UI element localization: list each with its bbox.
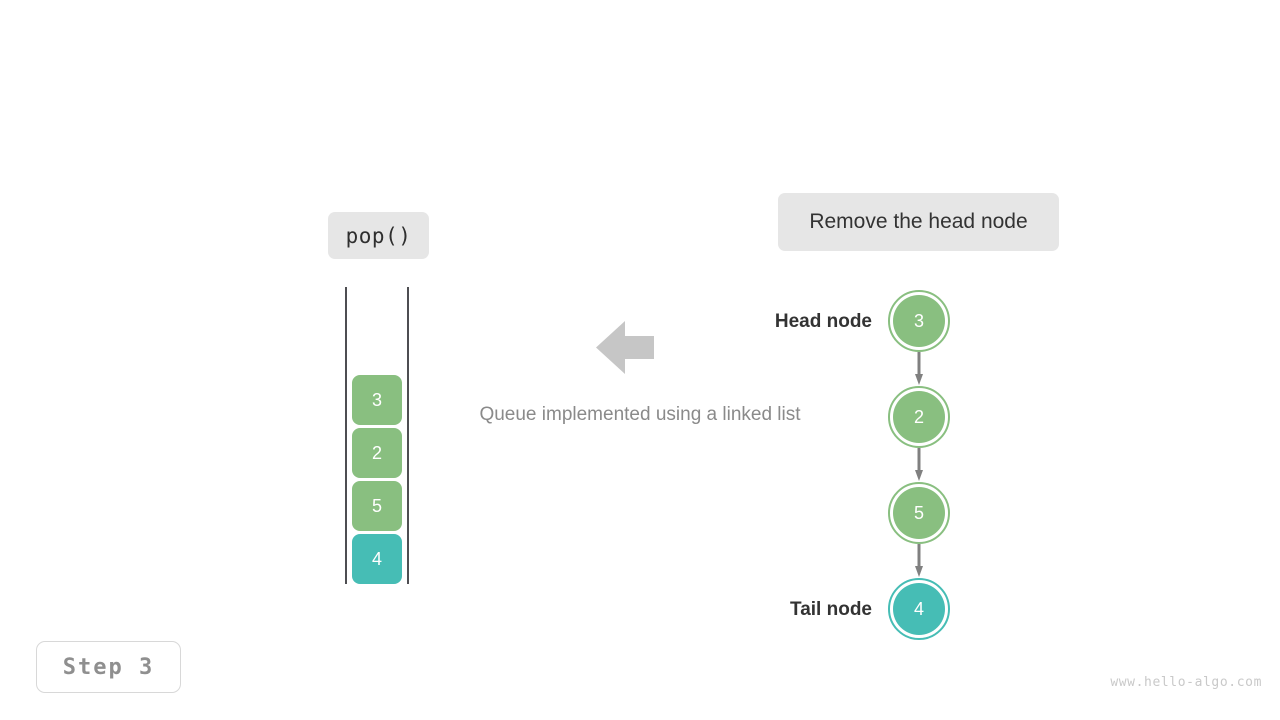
- linked-list-chain: 3 2 5: [888, 290, 952, 644]
- node-core: [893, 295, 945, 347]
- connector-arrow-icon: [915, 448, 923, 482]
- watermark-text: www.hello-algo.com: [1110, 675, 1262, 690]
- connector-arrow-icon: [915, 544, 923, 578]
- queue-rail-left: [345, 287, 347, 584]
- node-value: 5: [913, 502, 924, 523]
- node-core: [893, 583, 945, 635]
- node-value: 2: [913, 406, 924, 427]
- caption-text: Queue implemented using a linked list: [479, 404, 801, 425]
- node-core: [893, 487, 945, 539]
- node-ring: [888, 578, 950, 640]
- queue-box: 2: [352, 428, 402, 478]
- connector-arrow-icon: [915, 352, 923, 386]
- head-node-label: Head node: [774, 311, 872, 332]
- linked-list-node: 2: [888, 386, 950, 448]
- queue-box-stack: 3 2 5 4: [352, 375, 402, 584]
- tail-node-label: Tail node: [790, 599, 872, 620]
- queue-column: 3 2 5 4: [345, 287, 409, 584]
- node-ring: [888, 482, 950, 544]
- action-description-label: Remove the head node: [778, 193, 1059, 251]
- linked-list-node: 3: [888, 290, 950, 352]
- queue-box: 3: [352, 375, 402, 425]
- operation-label: pop(): [328, 212, 429, 259]
- node-value: 3: [913, 310, 924, 331]
- node-value: 4: [913, 598, 924, 619]
- queue-box: 4: [352, 534, 402, 584]
- queue-box: 5: [352, 481, 402, 531]
- node-core: [893, 391, 945, 443]
- flow-arrow-left-icon: [596, 320, 654, 375]
- node-ring: [888, 290, 950, 352]
- queue-rail-right: [407, 287, 409, 584]
- node-ring: [888, 386, 950, 448]
- step-badge: Step 3: [36, 641, 181, 693]
- linked-list-node: 4: [888, 578, 950, 640]
- linked-list-node: 5: [888, 482, 950, 544]
